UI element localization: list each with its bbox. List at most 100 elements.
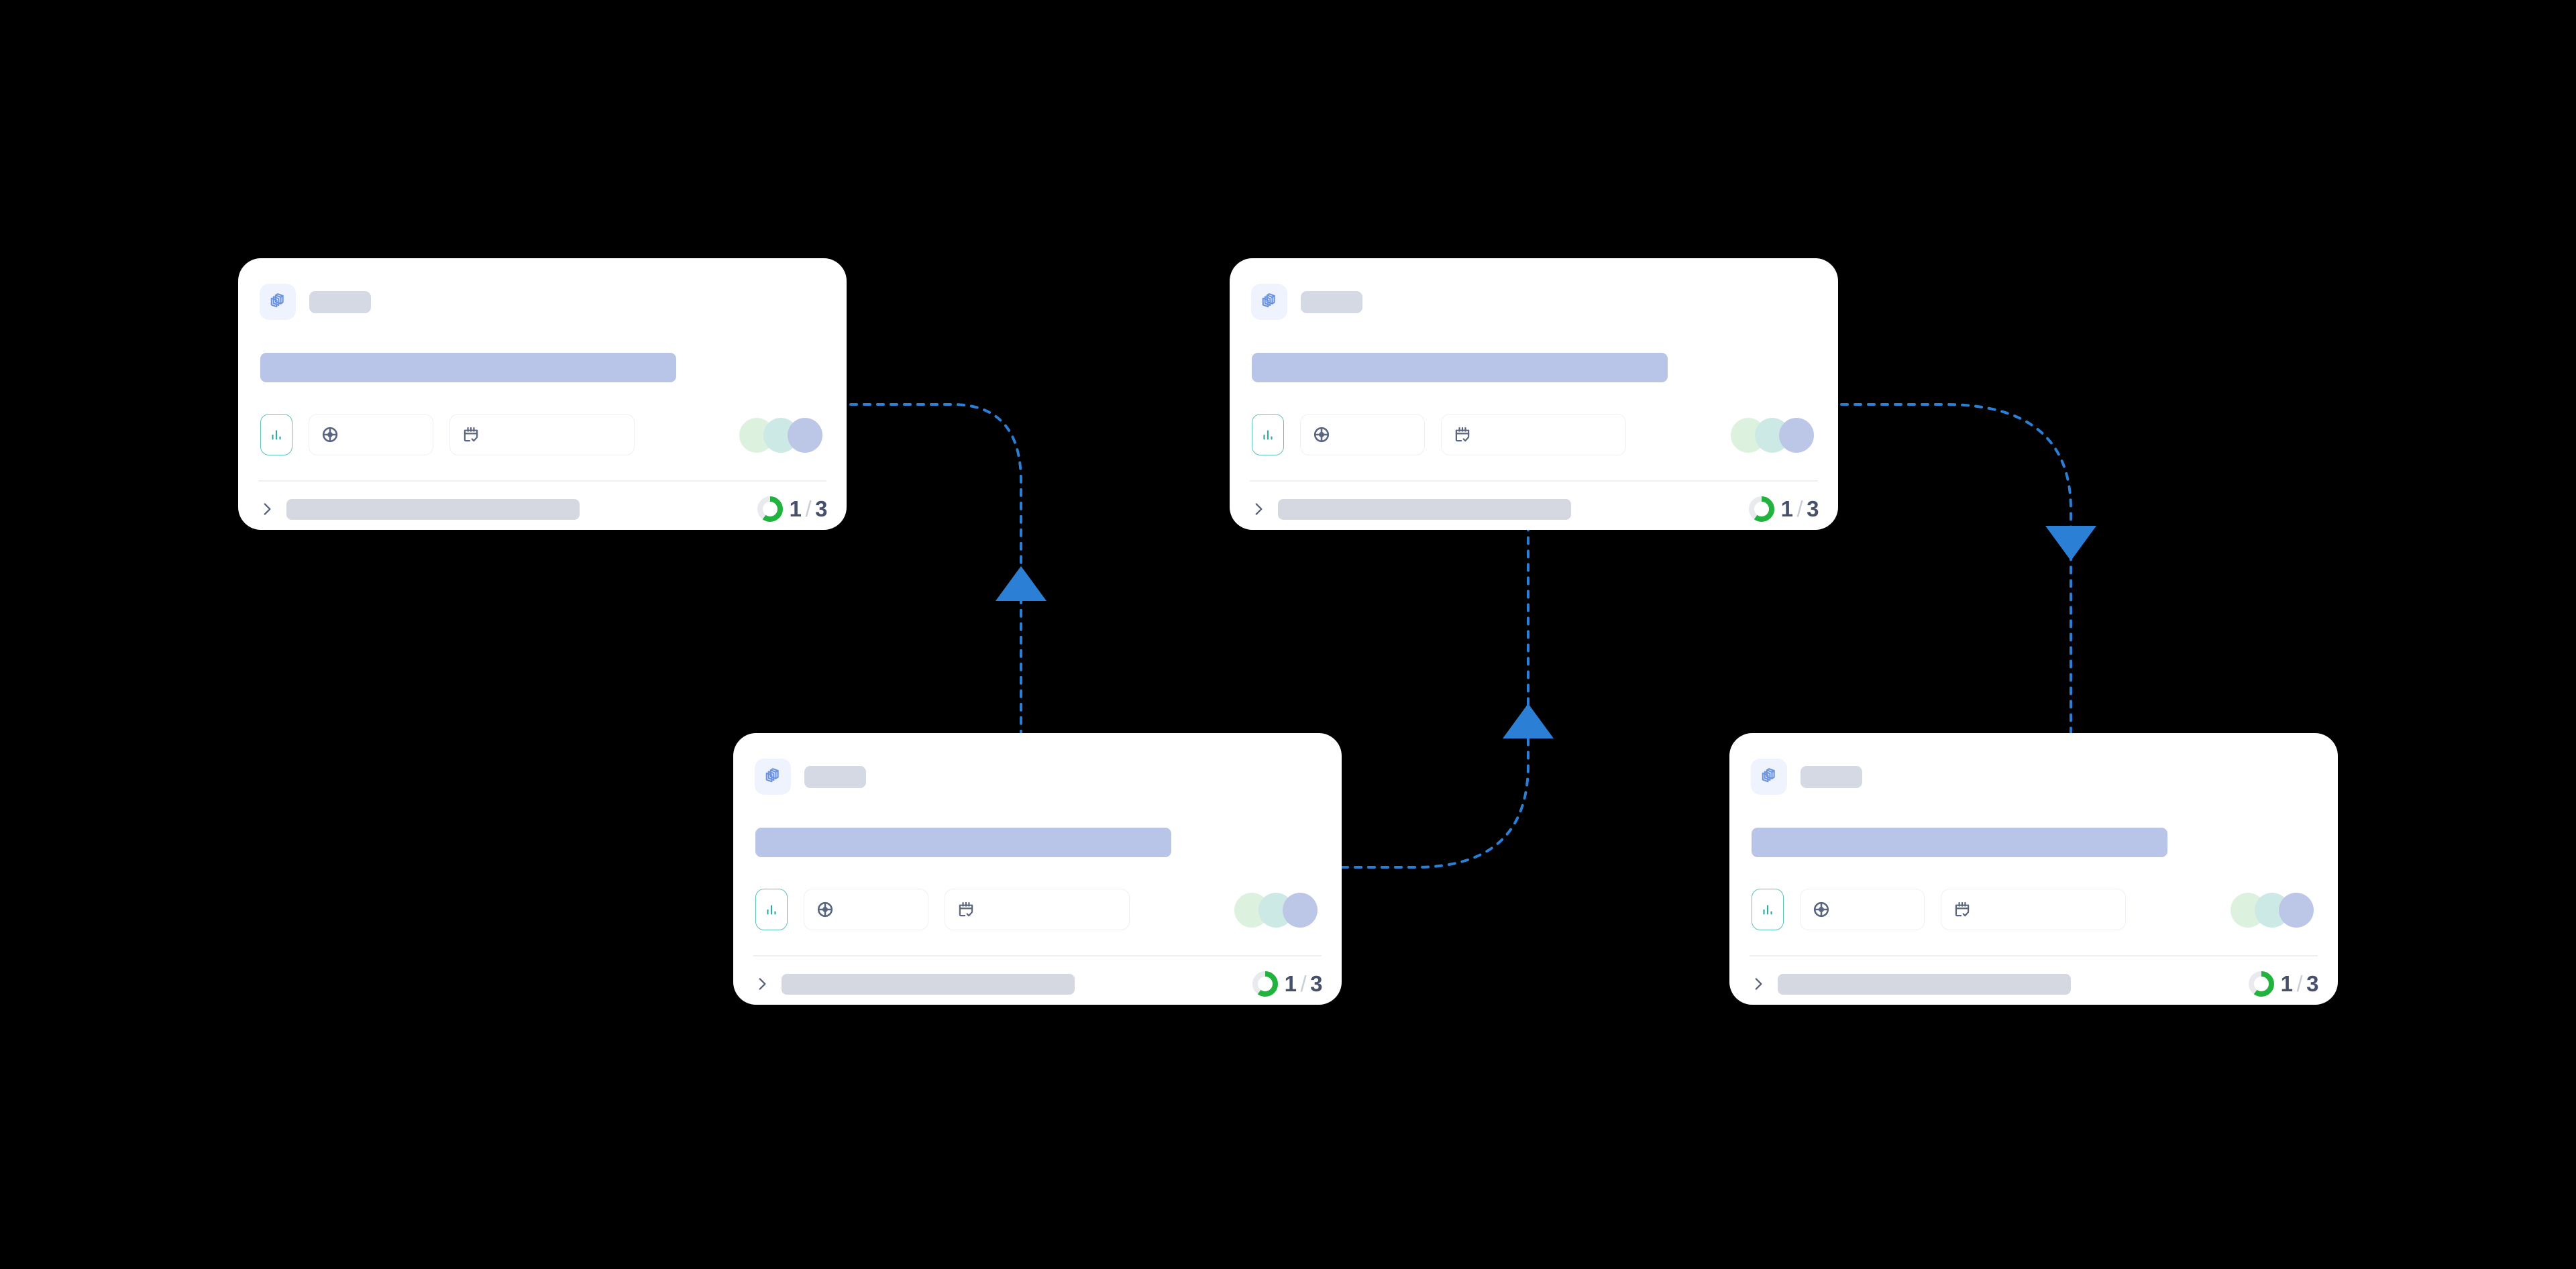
progress-total: 3 (1807, 496, 1819, 521)
card-header (755, 759, 866, 795)
progress-fraction: 1/3 (1781, 496, 1819, 522)
progress-current: 1 (1284, 971, 1297, 996)
progress-separator: / (2296, 971, 2304, 996)
calendar-check-icon (957, 900, 975, 919)
connector-arrowhead (996, 566, 1046, 601)
card-divider (1750, 955, 2318, 956)
card-tool-row (1252, 414, 1626, 455)
chart-chip[interactable] (1252, 414, 1284, 455)
connector-line (849, 403, 1022, 734)
target-chip[interactable] (1800, 889, 1925, 930)
progress-separator: / (1796, 496, 1804, 521)
progress-donut-icon (1252, 971, 1279, 997)
avatar-group[interactable] (1234, 893, 1318, 928)
flow-card[interactable]: 1/3 (733, 733, 1342, 1005)
card-header (260, 284, 371, 320)
card-title-badge-skeleton (1301, 290, 1362, 313)
chart-chip[interactable] (260, 414, 292, 455)
chevron-right-icon[interactable] (752, 974, 772, 994)
card-divider (1250, 480, 1818, 482)
avatar (788, 418, 822, 453)
chevron-right-icon[interactable] (1748, 974, 1768, 994)
lifebuoy-icon (816, 900, 835, 919)
flow-card[interactable]: 1/3 (238, 258, 847, 530)
chart-chip[interactable] (1752, 889, 1784, 930)
calendar-check-icon (1953, 900, 1972, 919)
card-title-badge-skeleton (804, 765, 866, 788)
card-divider (753, 955, 1322, 956)
progress-current: 1 (789, 496, 802, 521)
avatar-group[interactable] (739, 418, 822, 453)
card-title-skeleton (1252, 353, 1668, 382)
chevron-right-icon[interactable] (1248, 499, 1269, 519)
card-tool-row (1752, 889, 2126, 930)
lifebuoy-icon (1312, 425, 1331, 444)
connector-arrowhead (2045, 526, 2096, 561)
calendar-chip[interactable] (1441, 414, 1626, 455)
card-tool-row (755, 889, 1130, 930)
card-title-badge-skeleton (309, 290, 371, 313)
card-footer: 1/3 (752, 969, 1323, 999)
card-tool-row (260, 414, 635, 455)
bar-chart-icon (1760, 902, 1775, 917)
progress-separator: / (805, 496, 812, 521)
layers-stack-icon (1251, 284, 1287, 320)
progress-indicator: 1/3 (1252, 971, 1323, 997)
card-footer-skeleton (1778, 973, 2071, 995)
card-footer: 1/3 (1248, 494, 1819, 524)
card-title-skeleton (260, 353, 676, 382)
bar-chart-icon (269, 427, 284, 442)
progress-current: 1 (1780, 496, 1794, 521)
card-footer: 1/3 (257, 494, 828, 524)
target-chip[interactable] (804, 889, 928, 930)
avatar (1779, 418, 1814, 453)
target-chip[interactable] (1300, 414, 1425, 455)
progress-separator: / (1300, 971, 1307, 996)
card-footer-skeleton (1278, 498, 1571, 520)
calendar-check-icon (462, 425, 480, 444)
card-footer-skeleton (782, 973, 1075, 995)
avatar-group[interactable] (2231, 893, 2314, 928)
progress-indicator: 1/3 (757, 496, 828, 522)
progress-fraction: 1/3 (790, 496, 828, 522)
progress-donut-icon (2248, 971, 2275, 997)
lifebuoy-icon (321, 425, 339, 444)
progress-total: 3 (2306, 971, 2319, 996)
layers-stack-icon (755, 759, 791, 795)
avatar (1283, 893, 1318, 928)
bar-chart-icon (1260, 427, 1275, 442)
progress-fraction: 1/3 (2281, 971, 2319, 997)
progress-total: 3 (1310, 971, 1323, 996)
progress-current: 1 (2280, 971, 2294, 996)
flow-card[interactable]: 1/3 (1729, 733, 2338, 1005)
card-title-badge-skeleton (1801, 765, 1862, 788)
layers-stack-icon (1751, 759, 1787, 795)
connector-line (1840, 403, 2072, 734)
progress-donut-icon (1748, 496, 1775, 522)
card-header (1751, 759, 1862, 795)
calendar-chip[interactable] (945, 889, 1130, 930)
card-divider (258, 480, 826, 482)
progress-indicator: 1/3 (1748, 496, 1819, 522)
lifebuoy-icon (1812, 900, 1831, 919)
connector-arrowhead (1503, 704, 1554, 738)
progress-total: 3 (815, 496, 828, 521)
progress-fraction: 1/3 (1285, 971, 1323, 997)
card-header (1251, 284, 1362, 320)
target-chip[interactable] (309, 414, 433, 455)
connector-line (1340, 529, 1529, 869)
chevron-right-icon[interactable] (257, 499, 277, 519)
progress-indicator: 1/3 (2248, 971, 2319, 997)
calendar-chip[interactable] (1941, 889, 2126, 930)
card-title-skeleton (1752, 828, 2167, 857)
card-title-skeleton (755, 828, 1171, 857)
calendar-chip[interactable] (449, 414, 635, 455)
avatar-group[interactable] (1731, 418, 1814, 453)
card-footer-skeleton (286, 498, 580, 520)
bar-chart-icon (764, 902, 779, 917)
card-footer: 1/3 (1748, 969, 2319, 999)
layers-stack-icon (260, 284, 296, 320)
chart-chip[interactable] (755, 889, 788, 930)
flow-card[interactable]: 1/3 (1230, 258, 1838, 530)
